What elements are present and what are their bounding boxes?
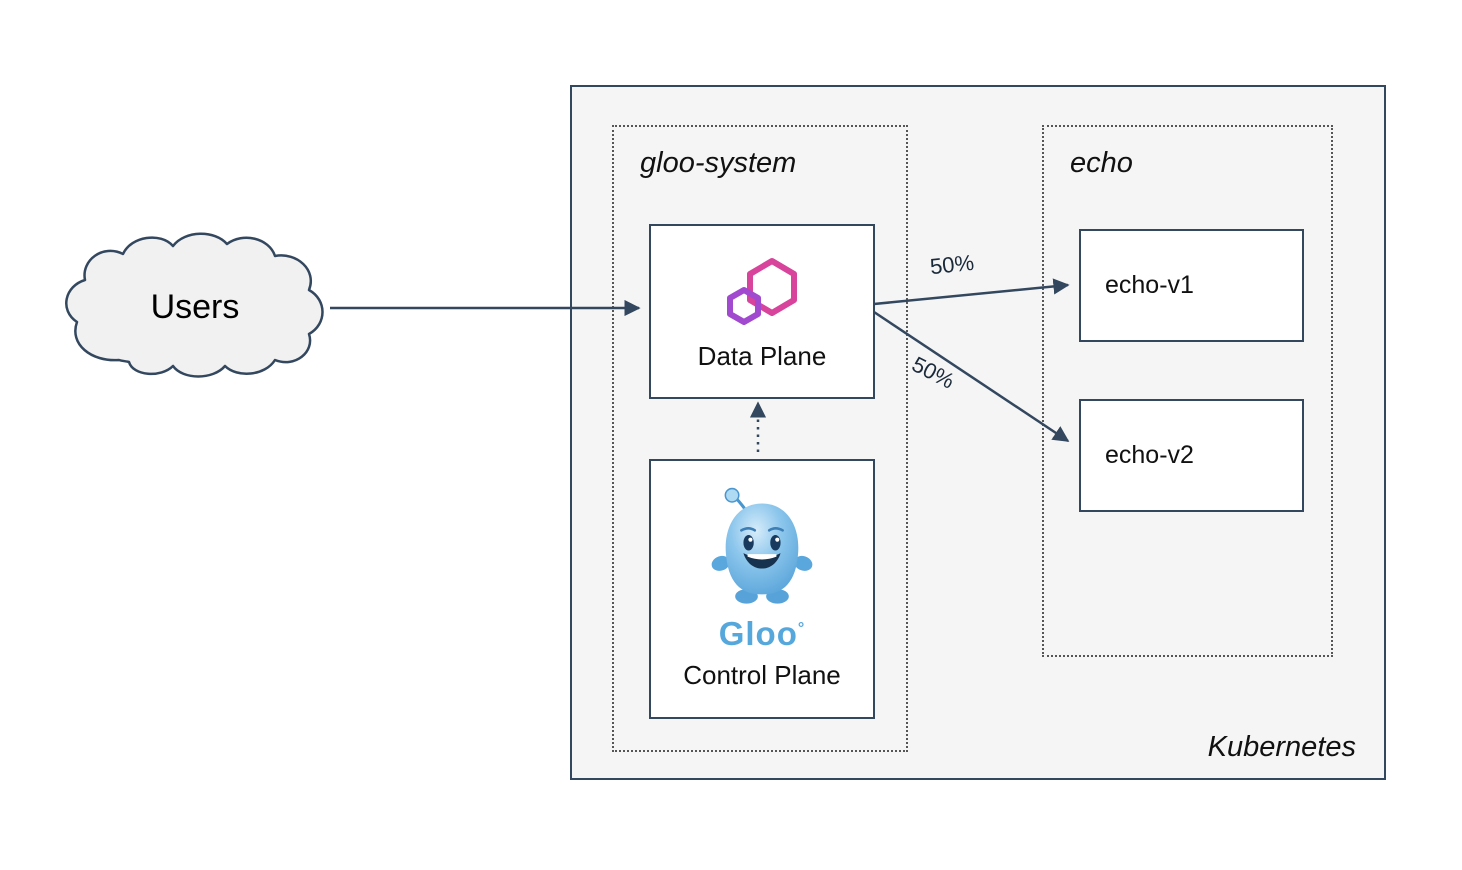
gloo-wordmark-degree: ° <box>797 620 806 637</box>
control-plane-node: Gloo° Control Plane <box>649 459 875 719</box>
echo-group: echo echo-v1 echo-v2 <box>1042 125 1333 657</box>
gloo-system-label: gloo-system <box>640 147 797 179</box>
echo-label: echo <box>1070 147 1133 179</box>
data-plane-node: Data Plane <box>649 224 875 399</box>
traffic-split-v1-label: 50% <box>928 249 976 280</box>
data-plane-label: Data Plane <box>697 341 827 371</box>
echo-v1-label: echo-v1 <box>1105 271 1194 299</box>
kubernetes-label: Kubernetes <box>1207 731 1356 763</box>
gloo-mascot-icon <box>711 487 813 604</box>
echo-v1-node: echo-v1 <box>1079 229 1304 342</box>
gloo-hexagons-icon <box>727 258 797 325</box>
kubernetes-container: Kubernetes gloo-system Data Plane <box>570 85 1386 780</box>
gloo-wordmark: Gloo° <box>718 615 806 652</box>
users-cloud-node: Users <box>55 228 335 392</box>
control-plane-label: Control Plane <box>683 660 841 690</box>
users-label: Users <box>150 287 240 326</box>
echo-v2-label: echo-v2 <box>1105 441 1194 469</box>
echo-v2-node: echo-v2 <box>1079 399 1304 512</box>
cloud-icon <box>65 232 324 378</box>
gloo-system-group: gloo-system Data Plane <box>612 125 908 752</box>
